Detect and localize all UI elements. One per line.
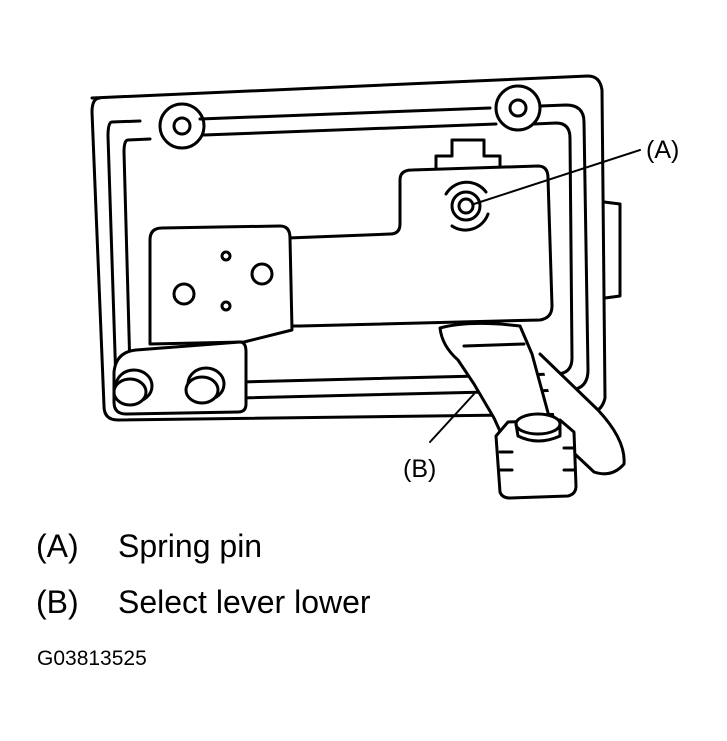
bolt-right	[184, 366, 226, 405]
legend-item-b: (B) Select lever lower	[36, 586, 371, 618]
legend-text: Spring pin	[118, 528, 263, 564]
top-block	[434, 138, 502, 174]
callout-b: (B)	[403, 455, 437, 483]
leader-line-b	[429, 393, 475, 443]
bracket-plate	[148, 224, 294, 346]
leader-line-a	[473, 149, 641, 205]
gasket-outer	[106, 103, 590, 400]
legend-text: Select lever lower	[118, 584, 371, 620]
gasket-inner	[122, 121, 574, 384]
spring-pin	[444, 180, 490, 232]
boss-right	[494, 84, 542, 132]
figure-id: G03813525	[37, 647, 147, 670]
lever-clamp	[494, 412, 578, 500]
legend-item-a: (A) Spring pin	[36, 530, 262, 562]
legend-key: (B)	[36, 584, 79, 620]
main-plate	[286, 164, 554, 328]
boss-left	[158, 102, 206, 150]
bracket-holes	[172, 250, 274, 312]
lever-shaft	[538, 352, 626, 476]
callout-a: (A)	[646, 136, 680, 164]
bolt-left	[112, 368, 154, 407]
select-lever-edge	[462, 342, 526, 348]
legend-key: (A)	[36, 528, 79, 564]
housing-side-tab	[602, 200, 622, 300]
housing-outline	[90, 74, 607, 422]
transmission-cover-illustration	[90, 74, 641, 500]
